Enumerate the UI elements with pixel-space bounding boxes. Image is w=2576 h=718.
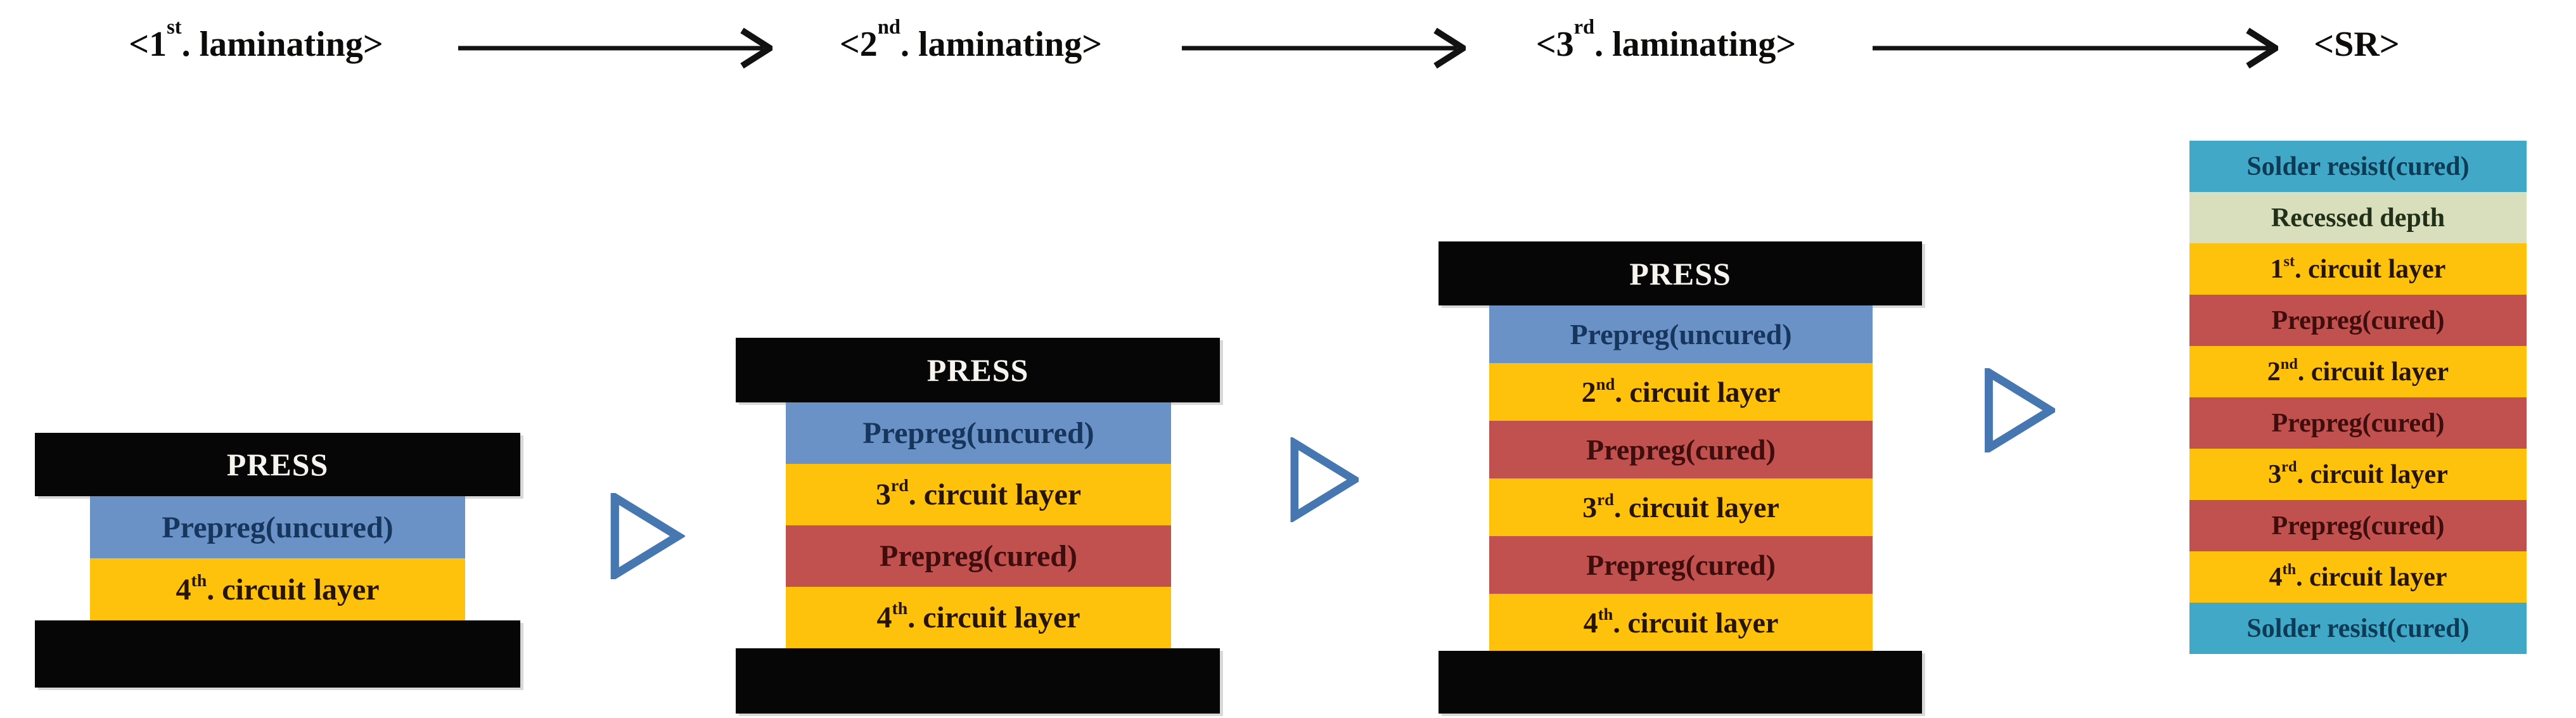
step-label-ordinal: st — [167, 15, 182, 39]
step-label-ordinal: rd — [1573, 15, 1595, 39]
layer-label: Solder resist(cured) — [2246, 613, 2470, 643]
layer-label: 2 — [1581, 376, 1596, 408]
stage-1-press-bar: PRESS — [35, 433, 520, 496]
layer-label: 4 — [2269, 562, 2283, 592]
layer-label: . circuit layer — [207, 572, 380, 606]
layer-recessed-depth: Recessed depth — [2189, 192, 2527, 243]
layer-label: Prepreg(cured) — [2271, 511, 2445, 541]
layer-label: 1 — [2270, 254, 2284, 284]
stage-arrow-icon — [1290, 437, 1359, 522]
layer-label: Prepreg(cured) — [2271, 305, 2445, 335]
step-label-text: <SR> — [2314, 25, 2400, 64]
layer-label: Prepreg(cured) — [2271, 408, 2445, 438]
layer-prepreg-uncured: Prepreg(uncured) — [90, 496, 465, 558]
layer-label: 3 — [875, 478, 891, 511]
layer-label: 4 — [176, 572, 191, 606]
layer-label: . circuit layer — [1615, 376, 1781, 408]
step-label-text: <3 — [1535, 25, 1574, 64]
layer-prepreg-cured: Prepreg(cured) — [1489, 536, 1873, 594]
layer-label: 4 — [876, 601, 892, 634]
flow-arrow-icon — [458, 28, 772, 68]
step-label-text: <2 — [839, 25, 878, 64]
layer-prepreg-uncured: Prepreg(uncured) — [1489, 305, 1873, 363]
layer-label: Prepreg(uncured) — [1570, 318, 1792, 350]
layer-prepreg-uncured: Prepreg(uncured) — [786, 402, 1171, 464]
layer-label: Prepreg(cured) — [1586, 433, 1776, 466]
layer-label: . circuit layer — [908, 478, 1082, 511]
stage-1-base-plate — [35, 620, 520, 688]
layer-label: Recessed depth — [2271, 203, 2445, 233]
step-label-1st-laminating: <1st. laminating> — [129, 17, 383, 65]
layer-label: 2 — [2267, 357, 2281, 387]
step-label-3rd-laminating: <3rd. laminating> — [1535, 17, 1797, 65]
layer-label: . circuit layer — [2297, 357, 2449, 387]
step-label-text: . laminating> — [1594, 25, 1797, 64]
layer-label: Prepreg(uncured) — [862, 416, 1094, 450]
layer-label: 3 — [1582, 491, 1598, 523]
layer-label: Prepreg(cured) — [880, 539, 1077, 573]
flow-arrow-icon — [1873, 28, 2278, 68]
layer-label: . circuit layer — [1613, 606, 1779, 639]
press-label: PRESS — [1629, 255, 1731, 292]
layer-label: . circuit layer — [2296, 562, 2447, 592]
layer-label: Prepreg(cured) — [1586, 549, 1776, 581]
layer-solder-resist-bottom: Solder resist(cured) — [2189, 603, 2527, 654]
layer-prepreg-cured: Prepreg(cured) — [2189, 295, 2527, 346]
layer-label: . circuit layer — [2297, 459, 2448, 489]
step-label-2nd-laminating: <2nd. laminating> — [839, 17, 1103, 65]
stage-arrow-icon — [1984, 368, 2055, 452]
press-label: PRESS — [926, 352, 1029, 388]
layer-label: . circuit layer — [1613, 491, 1779, 523]
layer-label: . circuit layer — [907, 601, 1080, 634]
stage-2-base-plate — [736, 648, 1220, 714]
press-label: PRESS — [226, 447, 329, 482]
layer-label: 4 — [1583, 606, 1598, 639]
layer-prepreg-cured: Prepreg(cured) — [2189, 397, 2527, 449]
step-label-text: . laminating> — [900, 25, 1103, 64]
stage-3-base-plate — [1439, 651, 1922, 714]
flow-arrow-icon — [1182, 28, 1466, 68]
layer-label: . circuit layer — [2295, 254, 2446, 284]
layer-prepreg-cured: Prepreg(cured) — [786, 525, 1171, 587]
stage-2-press-bar: PRESS — [736, 338, 1220, 402]
step-label-sr: <SR> — [2314, 25, 2399, 65]
step-label-text: . laminating> — [181, 25, 383, 64]
layer-label: Prepreg(uncured) — [162, 510, 394, 544]
stage-arrow-icon — [610, 493, 685, 579]
layer-prepreg-cured: Prepreg(cured) — [2189, 500, 2527, 551]
layer-solder-resist-top: Solder resist(cured) — [2189, 141, 2527, 192]
layer-label: Solder resist(cured) — [2246, 151, 2470, 181]
step-label-ordinal: nd — [877, 15, 900, 39]
layer-prepreg-cured: Prepreg(cured) — [1489, 421, 1873, 478]
layer-label: 3 — [2268, 459, 2282, 489]
step-label-text: <1 — [129, 25, 167, 64]
stage-3-press-bar: PRESS — [1439, 241, 1922, 305]
